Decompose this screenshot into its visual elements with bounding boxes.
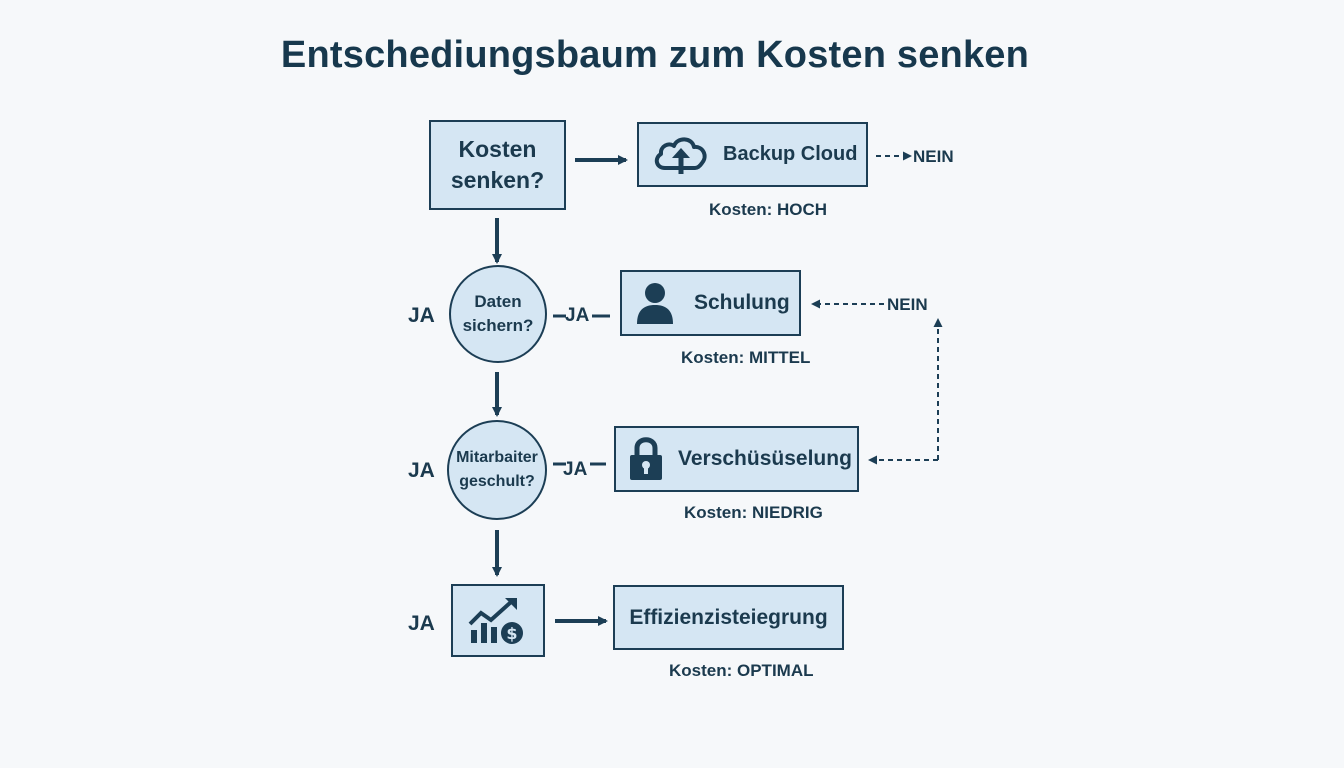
ja-label-q1-connector: JA	[565, 305, 590, 326]
cost-label-schulung: Kosten: MITTEL	[681, 348, 811, 367]
option-verschluesselung-label: Verschüsüselung	[678, 447, 852, 470]
option-effizienzsteigerung-label: Effizienzisteiegrung	[629, 605, 828, 629]
cost-label-backup: Kosten: HOCH	[709, 200, 828, 219]
outcome-growth-node: $	[451, 584, 545, 657]
decision-mitarbeiter-geschult-label: Mitarbaiter geschult?	[456, 449, 538, 490]
option-backup-cloud: Backup Cloud	[637, 122, 868, 187]
user-icon	[636, 281, 674, 325]
cost-label-verschluesselung: Kosten: NIEDRIG	[684, 503, 823, 522]
nein-label-backup: NEIN	[913, 147, 954, 166]
svg-text:$: $	[506, 624, 517, 643]
page-title: Entschediungsbaum zum Kosten senken	[280, 34, 1030, 76]
growth-dollar-icon: $	[467, 596, 529, 646]
decision-daten-sichern-label: Daten sichern?	[462, 292, 534, 335]
lock-icon	[628, 436, 664, 482]
decision-daten-sichern: Daten sichern?	[449, 265, 547, 363]
start-node: Kosten senken?	[429, 120, 566, 210]
cloud-upload-icon	[651, 134, 711, 176]
cost-label-effizienz: Kosten: OPTIMAL	[669, 661, 814, 680]
ja-label-row3: JA	[408, 612, 435, 635]
start-node-label: Kosten senken?	[450, 136, 545, 193]
option-backup-cloud-label: Backup Cloud	[723, 143, 858, 165]
ja-label-row2: JA	[408, 459, 435, 482]
option-schulung-label: Schulung	[694, 291, 790, 314]
ja-label-q2-connector: JA	[563, 459, 588, 480]
ja-label-row1: JA	[408, 304, 435, 327]
decision-mitarbeiter-geschult: Mitarbaiter geschult?	[447, 420, 547, 520]
option-schulung: Schulung	[620, 270, 801, 336]
option-effizienzsteigerung: Effizienzisteiegrung	[613, 585, 844, 650]
option-verschluesselung: Verschüsüselung	[614, 426, 859, 492]
nein-label-schulung: NEIN	[887, 295, 928, 314]
